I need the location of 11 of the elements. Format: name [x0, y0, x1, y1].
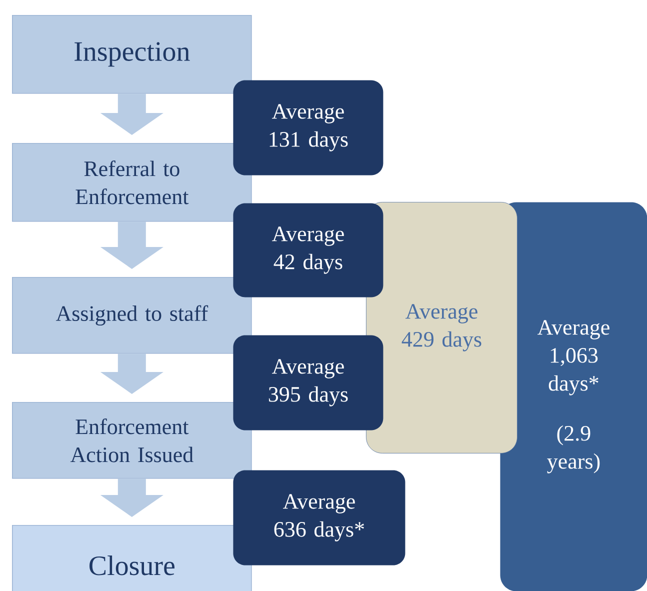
duration-box: Average 395 days — [233, 335, 384, 430]
duration-box: Average 636 days* — [233, 470, 406, 566]
process-box: Referral to Enforcement — [12, 143, 252, 222]
process-box: Assigned to staff — [12, 277, 252, 354]
duration-bar: Average 429 days — [366, 202, 518, 454]
duration-box: Average 131 days — [233, 80, 384, 176]
duration-bar: Average 1,063 days* (2.9 years) — [500, 202, 647, 591]
duration-box: Average 42 days — [233, 203, 384, 298]
process-box: Enforcement Action Issued — [12, 402, 252, 479]
process-box: Closure — [12, 525, 252, 591]
process-box: Inspection — [12, 15, 252, 94]
